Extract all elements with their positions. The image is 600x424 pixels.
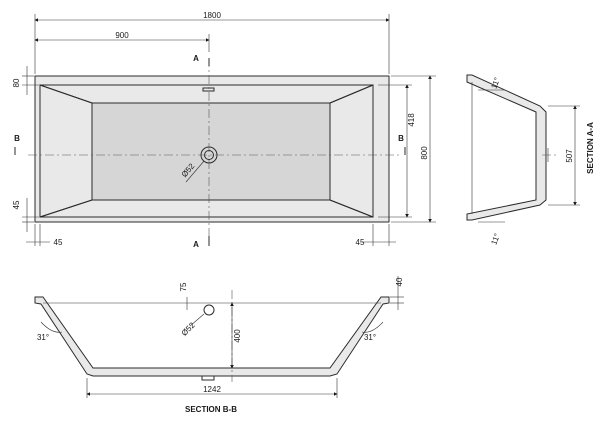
- plan-basin-floor: [91, 102, 331, 201]
- section-a-marker-top: A: [193, 54, 199, 63]
- section-bb-waste: [201, 375, 215, 381]
- section-b-marker-left: B: [14, 134, 20, 143]
- dim-rim-right: 45: [356, 238, 365, 247]
- dim-bb-depth: 400: [233, 329, 242, 343]
- angle-bb-left: 31°: [37, 333, 49, 342]
- dim-bb-base-length: 1242: [203, 385, 221, 394]
- section-bb-view: 40 75 Ø52 400 1242 31° 31° SECTION B-B: [34, 276, 404, 414]
- section-bb-overflow: [203, 304, 215, 316]
- plan-overflow: [202, 87, 215, 92]
- dim-overall-width: 800: [420, 146, 429, 160]
- dim-rim-left: 45: [54, 238, 63, 247]
- dim-aa-height: 507: [565, 149, 574, 163]
- section-b-marker-right: B: [398, 134, 404, 143]
- dim-rim-top: 80: [12, 78, 21, 87]
- section-aa-title: SECTION A-A: [586, 122, 595, 174]
- dim-basin-width: 418: [407, 113, 416, 127]
- plan-basin-left-wall: [39, 84, 93, 218]
- dim-bb-waste: Ø52: [180, 320, 197, 337]
- dim-bb-rim: 40: [395, 277, 404, 286]
- plan-view: A A B B 1800 900 80 45 45 45: [12, 11, 436, 249]
- section-bb-profile: [34, 296, 390, 377]
- angle-aa-bottom: 11°: [489, 232, 501, 246]
- plan-basin-right-wall: [329, 84, 374, 218]
- section-bb-title: SECTION B-B: [185, 405, 237, 414]
- dim-rim-bottom: 45: [12, 200, 21, 209]
- dim-half-length: 900: [115, 31, 129, 40]
- dim-bb-waste-offset: 75: [179, 282, 188, 291]
- angle-aa-top: 11°: [489, 76, 501, 90]
- section-a-marker-bottom: A: [193, 240, 199, 249]
- dim-overall-length: 1800: [203, 11, 221, 20]
- section-aa-profile: [466, 74, 547, 221]
- section-aa-view: 11° 11° 507 SECTION A-A: [466, 74, 595, 246]
- angle-bb-right: 31°: [364, 333, 376, 342]
